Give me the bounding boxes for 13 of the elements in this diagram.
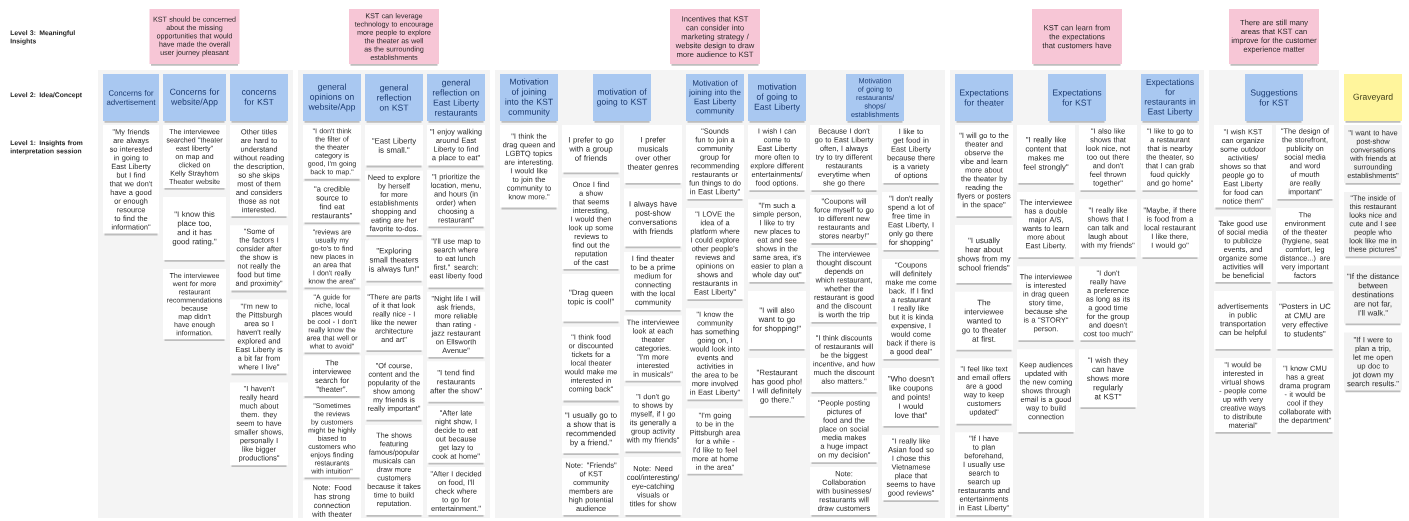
concept-sticky-note: concerns for KST bbox=[230, 74, 288, 123]
concept-sticky-note: Expectations for restaurants in East Liberty bbox=[1141, 74, 1199, 123]
concept-sticky-note: Expectations for KST bbox=[1048, 74, 1106, 123]
concept-sticky-note: Motivation of joining into the KST community bbox=[500, 74, 558, 123]
concept-sticky-note: Concerns for website/App bbox=[163, 74, 226, 123]
concept-sticky-note: motivation of going to East Liberty bbox=[748, 74, 806, 123]
concept-sticky-note: general reflection on KST bbox=[365, 74, 423, 123]
concept-sticky-note: general opinions on website/App bbox=[303, 74, 361, 123]
heading-sticky-note: Graveyard bbox=[1344, 74, 1402, 123]
concept-sticky-note: Expectations for theater bbox=[955, 74, 1013, 123]
concept-sticky-note: Suggestions for KST bbox=[1245, 74, 1303, 123]
concept-sticky-note: motivation of going to KST bbox=[593, 74, 651, 123]
concept-sticky-note: general reflection on East Liberty restaurants bbox=[427, 74, 485, 123]
